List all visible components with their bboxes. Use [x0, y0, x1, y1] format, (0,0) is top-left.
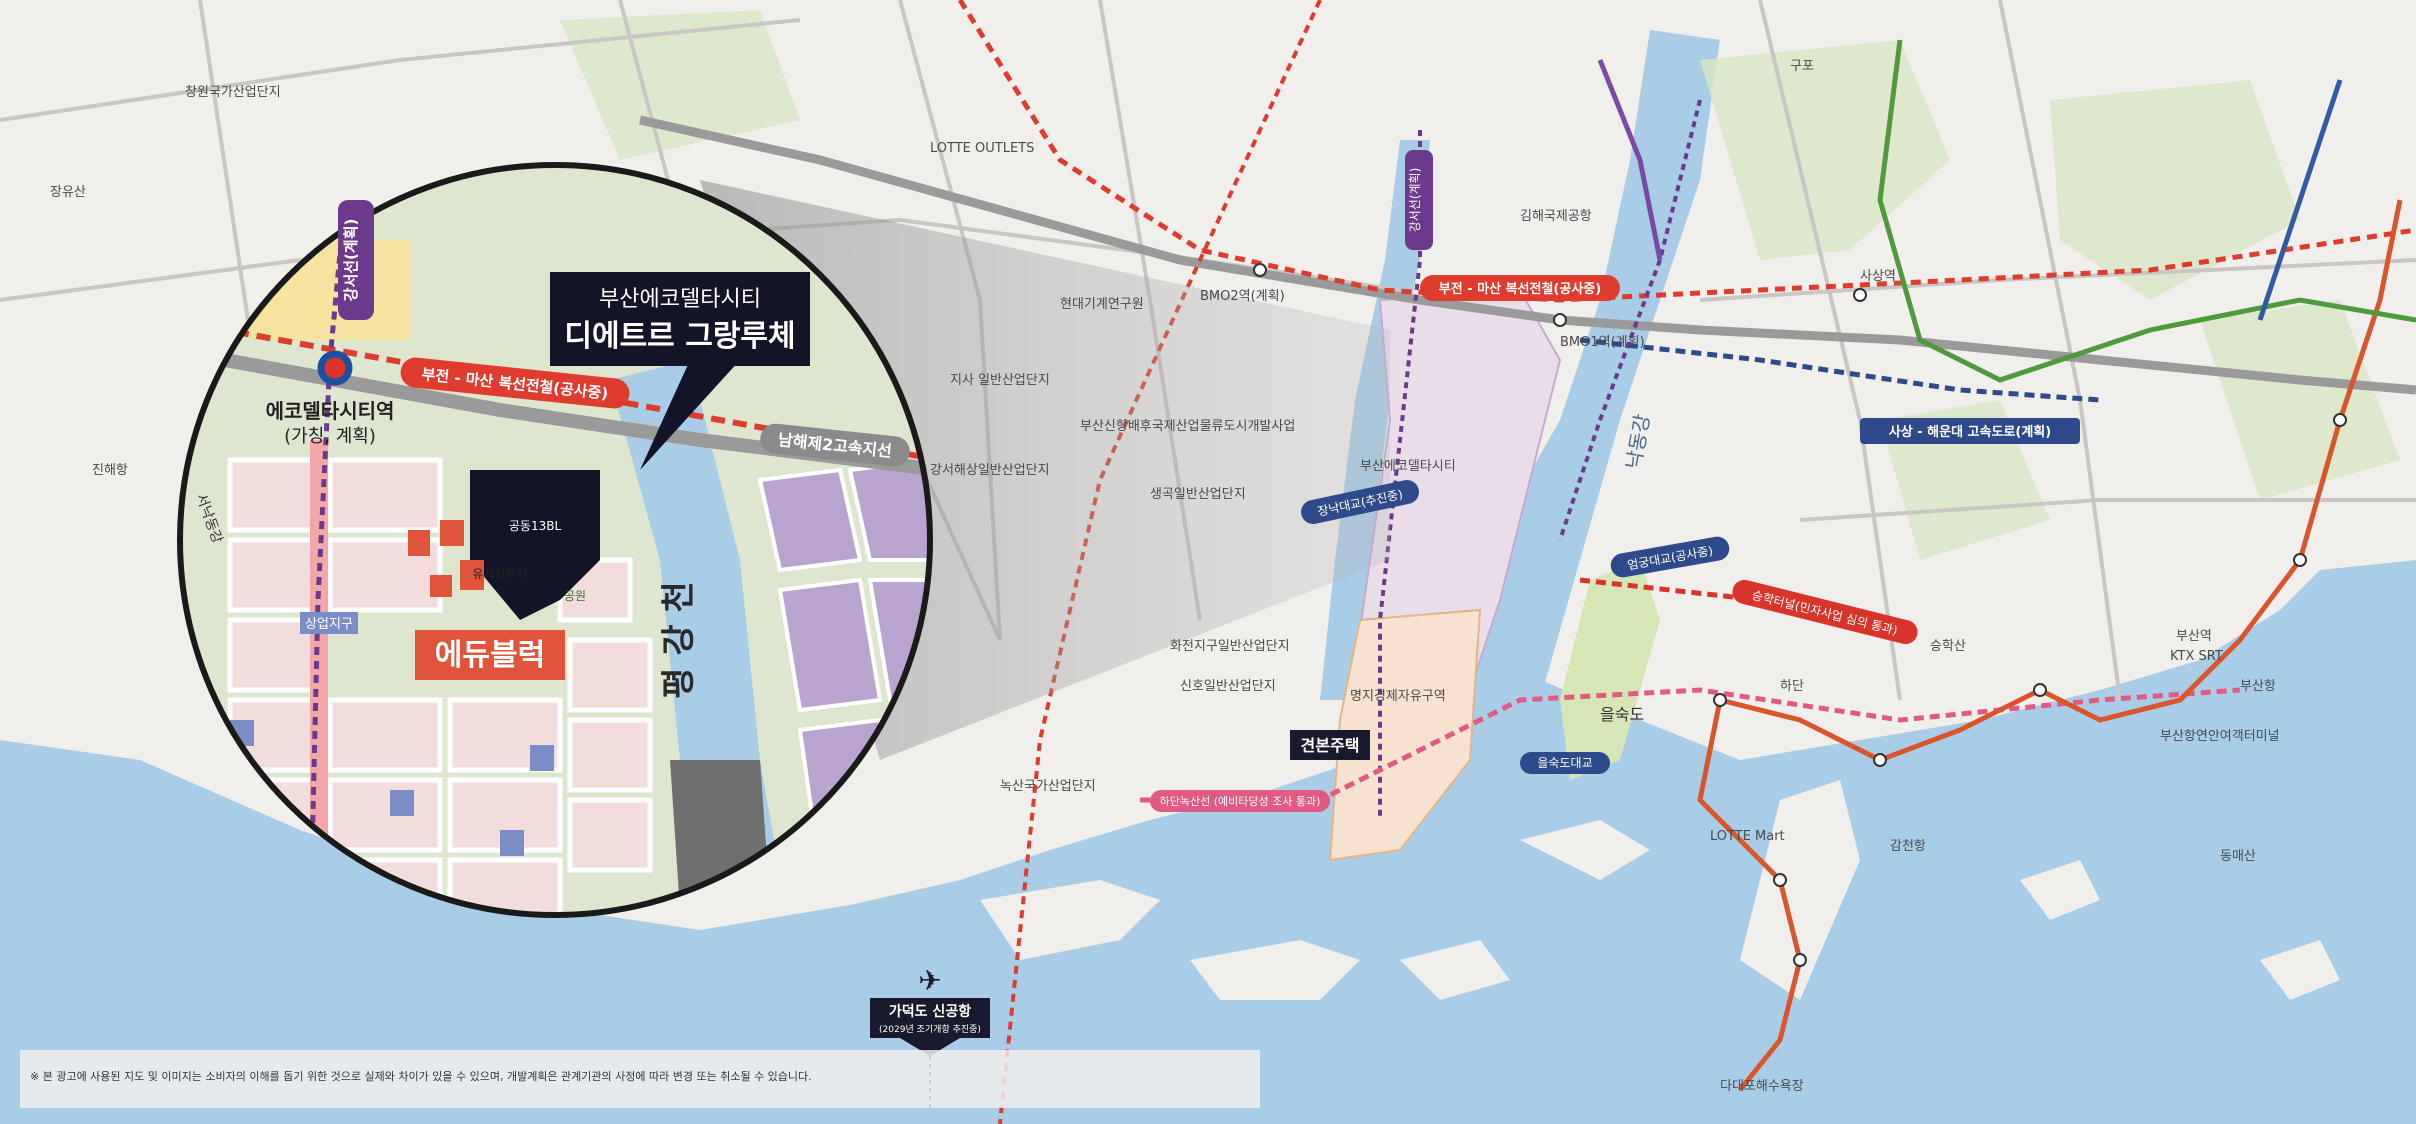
label-sinho: 신호일반산업단지 [1180, 679, 1276, 694]
apartment-icons [230, 720, 554, 856]
label-dadaepo: 다대포해수욕장 [1720, 1079, 1804, 1094]
pill-eulsukdo-bridge: 을숙도대교 [1520, 752, 1610, 774]
pill-hadan-noksan: 하단녹산선 (예비타당성 조사 통과) [1150, 790, 1330, 812]
label-sasang: 사상역 [1860, 269, 1896, 284]
park-label: 공원 [564, 589, 586, 603]
label-gangseo: 강서해상일반산업단지 [930, 463, 1050, 478]
label-hyundai: 현대기계연구원 [1060, 297, 1144, 312]
metro-line-green [1877, 39, 2416, 383]
busan-gimhae-line [1597, 59, 1663, 261]
label-hwajeon: 화전지구일반산업단지 [1170, 639, 1290, 654]
label-ktx: KTX SRT [2170, 649, 2223, 664]
metro-line-orange [1719, 199, 2403, 763]
school-block [470, 470, 600, 620]
gyeonbon-text: 견본주택 [1301, 736, 1360, 755]
label-jisa: 지사 일반산업단지 [950, 373, 1050, 388]
pill-bujeon-masan: 부전 - 마산 복선전철(공사중) [1420, 275, 1620, 301]
inset-border [177, 162, 933, 918]
gadeok-note: (2029년 조기개항 추진중) [879, 1024, 981, 1035]
label-eulsuk: 을숙도 [1600, 705, 1644, 724]
namhae2-highway [639, 115, 2416, 395]
edu-block-text: 에듀블럭 [435, 638, 545, 673]
kindergarten-label: 유치원부지 [472, 567, 527, 581]
purple-line-east [1558, 99, 1702, 541]
pill-sasang-haeundae: 사상 - 해운대 고속도로(계획) [1860, 418, 2080, 444]
myeongji-area [1328, 608, 1482, 862]
label-bmo1: BMO1역(계획) [1560, 335, 1645, 350]
inset-gangseo-label: 강서선(계획) [338, 200, 374, 320]
label-lotte-mart: LOTTE Mart [1710, 829, 1785, 844]
pill-hadan-noksan-text: 하단녹산선 (예비타당성 조사 통과) [1160, 794, 1321, 808]
label-gimhae-airport: 김해국제공항 [1520, 209, 1592, 224]
label-jinhae: 진해항 [92, 463, 128, 478]
eulsukdo [1560, 560, 1660, 780]
label-changwon: 창원국가산업단지 [185, 85, 281, 100]
station-dots [1253, 263, 2347, 967]
pill-gangseo-text: 강서선(계획) [1408, 168, 1422, 233]
edu-block-label: 에듀블럭 [415, 630, 565, 680]
label-busan-station: 부산역 [2176, 629, 2212, 644]
gangseo-line-purple [1378, 130, 1422, 820]
gadeok-airport-marker: ✈ 가덕도 신공항 (2029년 조기개항 추진중) [870, 964, 990, 1110]
disclaimer-text: ※ 본 광고에 사용된 지도 및 이미지는 소비자의 이해를 돕기 위한 것으로… [30, 1069, 812, 1083]
label-busan-free: 부산신항배후국제산업물류도시개발사업 [1080, 419, 1295, 434]
disclaimer-area [20, 1050, 1260, 1108]
inset-gangseo-text: 강서선(계획) [342, 219, 360, 302]
label-seungak: 승학산 [1930, 639, 1966, 654]
label-lotte-outlets: LOTTE OUTLETS [930, 141, 1034, 156]
callout-line1: 부산에코델타시티 [599, 287, 761, 312]
label-hadan: 하단 [1780, 679, 1804, 694]
label-dongmae: 동매산 [2220, 849, 2256, 864]
label-busan-port: 부산항 [2240, 679, 2276, 694]
pill-bujeon-masan-text: 부전 - 마산 복선전철(공사중) [1439, 281, 1601, 297]
inset-river-label: 평 강 천 [659, 581, 699, 699]
inset-station-note: (가칭, 계획) [284, 426, 376, 447]
inset-gangseo-line [307, 199, 348, 915]
school-label: 공동13BL [509, 519, 562, 533]
label-jangyusan: 장유산 [50, 185, 86, 200]
commercial-label: 상업지구 [300, 612, 358, 634]
callout-line2: 디에트르 그랑루체 [564, 319, 795, 354]
station-logo [317, 350, 353, 386]
label-gupo: 구포 [1790, 59, 1814, 74]
pill-eulsukdo-bridge-text: 을숙도대교 [1537, 756, 1592, 770]
metro-line-orange-south [1697, 699, 1803, 1092]
pill-gangseo-line: 강서선(계획) [1405, 150, 1433, 250]
gadeok-text: 가덕도 신공항 [889, 1003, 971, 1020]
commercial-street [310, 440, 328, 915]
sea-area [0, 560, 2416, 1124]
label-myeongji: 명지경제자유구역 [1350, 689, 1446, 704]
inset-station-name: 에코델타시티역 [266, 399, 395, 423]
complex-callout: 부산에코델타시티 디에트르 그랑루체 [550, 272, 810, 470]
label-noksan: 녹산국가산업단지 [1000, 779, 1096, 794]
label-saengok: 생곡일반산업단지 [1150, 487, 1246, 502]
label-busan-city: 부산에코델타시티 [1360, 459, 1456, 474]
label-gamcheon: 감천항 [1890, 839, 1926, 854]
inset-highway-label: 남해제2고속지선 [760, 423, 910, 467]
label-busan-bridge: 부산항연안여객터미널 [2160, 729, 2280, 744]
pill-sasang-haeundae-text: 사상 - 해운대 고속도로(계획) [1889, 424, 2051, 440]
edu-buildings [408, 520, 484, 597]
metro-line-blue [2257, 79, 2343, 321]
gyeonbon-marker: 견본주택 [1290, 730, 1370, 760]
sasang-haeundae-road [1579, 337, 2101, 403]
label-bmo2: BMO2역(계획) [1200, 289, 1285, 304]
commercial-text: 상업지구 [305, 617, 353, 632]
airplane-icon: ✈ [918, 964, 941, 997]
